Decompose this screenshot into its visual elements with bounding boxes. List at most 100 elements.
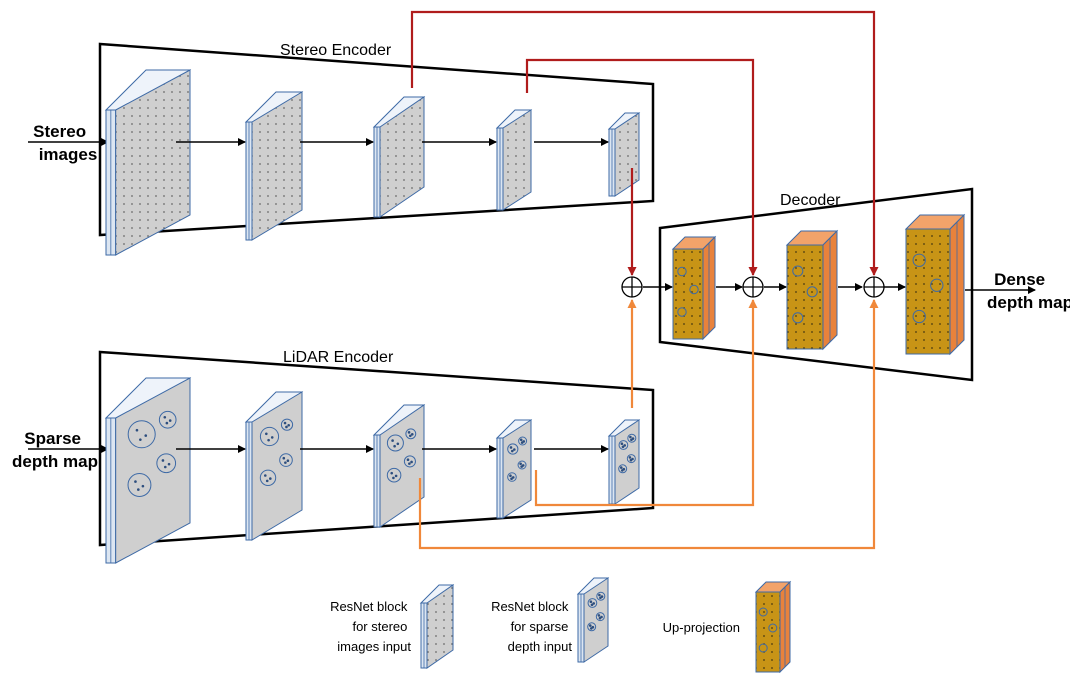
lidar-block-2-point-3-0 — [283, 421, 287, 425]
upproj-block-1 — [671, 235, 717, 341]
lidar-block-2-point-2-1 — [286, 459, 290, 463]
lidar-block-1-point-1-1 — [141, 484, 145, 488]
sum-node-3 — [863, 276, 885, 298]
blocks-layer — [104, 69, 966, 673]
lidar-block-2-cluster-0 — [259, 426, 280, 447]
lidar-block-1-point-0-1 — [144, 434, 148, 437]
lidar-block-4-cluster-1 — [507, 472, 517, 482]
lidar-block-3-cluster-2 — [403, 455, 416, 468]
dense-output-label: Dense depth map — [987, 270, 1070, 312]
lidar-block-2-point-0-1 — [270, 436, 274, 439]
stereo-block-2 — [244, 91, 304, 241]
lidar-block-3-point-0-2 — [393, 444, 396, 448]
sum-node-1 — [621, 276, 643, 298]
stereo-block-3 — [372, 96, 426, 218]
lidar-block-5-cluster-3 — [627, 433, 637, 443]
legend-sparse-block — [576, 577, 610, 663]
lidar-block-1-point-0-0 — [135, 428, 139, 432]
lidar-block-4-cluster-2 — [517, 460, 527, 470]
lidar-block-5-point-3-2 — [630, 438, 633, 442]
lidar-block-5-point-3-0 — [629, 435, 632, 439]
stereo-block-3-face — [379, 96, 425, 218]
stereo-block-5 — [607, 112, 641, 197]
upproj-block-1-face — [672, 248, 704, 340]
lidar-block-2-point-0-2 — [267, 438, 270, 442]
legend-stereo-block-face — [426, 584, 454, 669]
lidar-block-4-point-3-2 — [520, 441, 524, 444]
lidar-block-3-face — [379, 404, 425, 528]
decoder-frame — [658, 187, 974, 382]
lidar-block-4-cluster-3 — [518, 436, 528, 446]
lidar-block-1-point-2-2 — [163, 465, 167, 469]
decoder-title: Decoder — [780, 192, 841, 209]
legend-sparse-block-cluster-0 — [587, 598, 598, 608]
lidar-block-4-point-1-2 — [510, 477, 513, 481]
orange-skip-3 — [418, 299, 879, 550]
stereo-input-label: Stereo images — [33, 122, 97, 164]
legend-sparse-block-point-2-0 — [597, 614, 601, 617]
lidar-block-1-point-2-1 — [167, 462, 171, 466]
legend-sparse-block-point-0-0 — [589, 600, 593, 603]
lidar-block-5-cluster-0 — [618, 440, 629, 450]
lidar-block-5 — [607, 419, 641, 505]
lidar-block-4-point-2-0 — [519, 462, 522, 466]
legend-upproj-block — [754, 580, 792, 673]
lidar-block-3-cluster-0 — [386, 434, 404, 452]
lidar-block-1-point-3-1 — [168, 419, 172, 422]
lidar-block-1-face — [115, 377, 191, 564]
legend-sparse-block-cluster-1 — [587, 622, 597, 632]
stereo-block-4 — [495, 109, 533, 211]
lidar-block-2-cluster-1 — [259, 469, 277, 486]
lidar-encoder-frame — [98, 350, 655, 547]
lidar-block-3-point-3-0 — [407, 431, 411, 434]
lidar-block-2-point-3-1 — [287, 423, 290, 427]
lidar-block-1-point-1-2 — [137, 488, 140, 491]
upproj-block-3-cluster-0 — [912, 253, 926, 267]
upproj-block-1-cluster-1 — [689, 284, 699, 295]
lidar-block-3-point-2-1 — [410, 460, 413, 464]
lidar-block-1-cluster-3 — [158, 410, 177, 429]
upproj-block-2-cluster-2 — [792, 312, 804, 324]
lidar-block-2-point-1-1 — [269, 477, 272, 480]
legend-sparse-block-cluster-3 — [596, 591, 606, 601]
legend-sparse-block-point-2-2 — [598, 616, 602, 620]
stereo-block-2-face — [251, 91, 303, 241]
lidar-block-1-point-3-0 — [163, 415, 167, 419]
lidar-block-5-point-1-0 — [619, 466, 623, 469]
lidar-block-3-point-2-2 — [408, 462, 411, 465]
lidar-block-4-point-0-2 — [510, 449, 514, 453]
upproj-block-3-face — [905, 228, 951, 355]
legend-sparse-block-point-3-2 — [599, 596, 602, 600]
legend-upproj-block-cluster-1 — [768, 623, 778, 633]
lidar-block-4-point-1-0 — [509, 474, 512, 478]
lidar-block-1-point-2-0 — [161, 459, 165, 462]
lidar-block-1-cluster-0 — [127, 420, 156, 449]
stereo-encoder-frame — [98, 42, 655, 237]
lidar-block-2 — [244, 391, 304, 541]
lidar-block-2-point-2-2 — [284, 461, 287, 464]
legend-sparse-text: ResNet block for sparse depth input — [491, 599, 572, 654]
lidar-encoder-title: LiDAR Encoder — [283, 349, 394, 366]
legend-upproj-text: Up-projection — [663, 620, 740, 635]
lidar-block-2-cluster-3 — [280, 418, 294, 431]
lidar-block-3-point-3-2 — [409, 434, 412, 438]
lidar-block-5-point-0-2 — [621, 445, 625, 449]
lidar-block-3-cluster-1 — [386, 467, 402, 483]
stereo-block-1 — [104, 69, 192, 256]
legend-stereo-block — [419, 584, 455, 669]
lidar-block-4-cluster-0 — [507, 443, 519, 455]
lidar-block-3-point-1-0 — [390, 471, 394, 475]
lidar-block-1-point-1-0 — [134, 480, 137, 483]
connections-layer — [176, 10, 906, 550]
lidar-block-2-point-0-0 — [265, 432, 268, 436]
stereo-block-1-face — [115, 69, 191, 256]
lidar-block-5-point-2-2 — [629, 458, 633, 462]
lidar-block-2-point-3-2 — [285, 425, 288, 429]
lidar-block-4-point-0-0 — [509, 446, 513, 449]
upproj-block-3-cluster-2 — [912, 309, 926, 324]
lidar-block-3-point-1-1 — [394, 474, 398, 478]
lidar-block-1-point-0-2 — [139, 438, 142, 441]
sparse-input-label: Sparse depth map — [12, 429, 98, 471]
upproj-block-3-cluster-1 — [930, 278, 944, 292]
lidar-block-2-point-1-2 — [265, 479, 269, 483]
